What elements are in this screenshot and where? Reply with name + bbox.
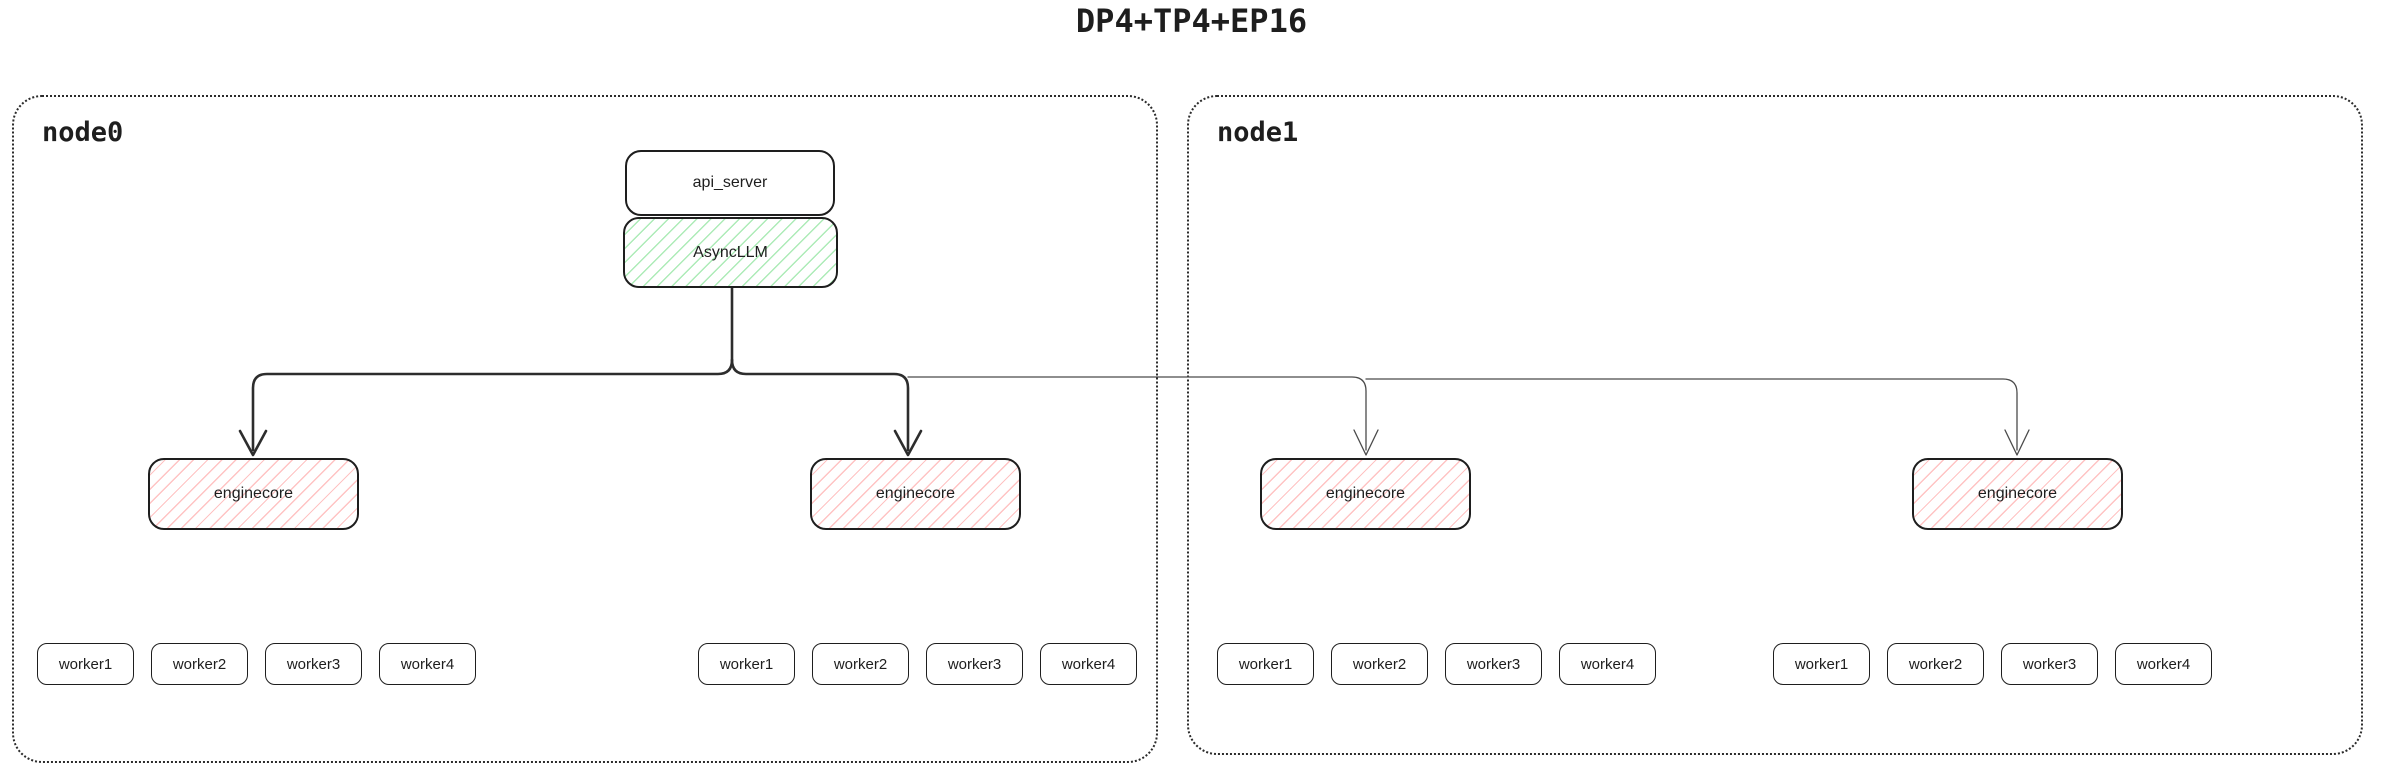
worker-label: worker2 bbox=[1352, 655, 1407, 673]
worker-box: worker1 bbox=[1217, 643, 1314, 685]
enginecore-2-label: enginecore bbox=[875, 485, 956, 502]
worker-label: worker3 bbox=[2022, 655, 2077, 673]
worker-box: worker2 bbox=[812, 643, 909, 685]
worker-label: worker1 bbox=[1238, 655, 1293, 673]
worker-label: worker3 bbox=[286, 655, 341, 673]
node1-label: node1 bbox=[1217, 117, 1299, 148]
worker-group-2: worker1 worker2 worker3 worker4 bbox=[698, 643, 1137, 685]
worker-group-3: worker1 worker2 worker3 worker4 bbox=[1217, 643, 1656, 685]
worker-box: worker2 bbox=[1887, 643, 1984, 685]
enginecore-box-3: enginecore bbox=[1260, 458, 1471, 530]
worker-box: worker3 bbox=[1445, 643, 1542, 685]
worker-box: worker4 bbox=[1040, 643, 1137, 685]
enginecore-3-label: enginecore bbox=[1325, 485, 1406, 502]
asyncllm-label: AsyncLLM bbox=[693, 243, 768, 261]
api-server-label: api_server bbox=[692, 174, 768, 191]
worker-box: worker3 bbox=[2001, 643, 2098, 685]
worker-box: worker1 bbox=[37, 643, 134, 685]
api-server-box: api_server bbox=[625, 150, 835, 216]
diagram-title: DP4+TP4+EP16 bbox=[1075, 2, 1308, 40]
enginecore-box-1: enginecore bbox=[148, 458, 359, 530]
worker-label: worker1 bbox=[58, 655, 113, 673]
worker-label: worker1 bbox=[719, 655, 774, 673]
worker-box: worker2 bbox=[151, 643, 248, 685]
worker-label: worker1 bbox=[1794, 655, 1849, 673]
asyncllm-box: AsyncLLM bbox=[623, 217, 838, 288]
worker-label: worker2 bbox=[833, 655, 888, 673]
worker-label: worker4 bbox=[400, 655, 455, 673]
worker-box: worker2 bbox=[1331, 643, 1428, 685]
worker-box: worker3 bbox=[926, 643, 1023, 685]
worker-box: worker4 bbox=[379, 643, 476, 685]
worker-label: worker2 bbox=[1908, 655, 1963, 673]
worker-label: worker3 bbox=[1466, 655, 1521, 673]
worker-group-4: worker1 worker2 worker3 worker4 bbox=[1773, 643, 2212, 685]
worker-label: worker4 bbox=[1580, 655, 1635, 673]
worker-box: worker1 bbox=[698, 643, 795, 685]
worker-label: worker3 bbox=[947, 655, 1002, 673]
worker-box: worker4 bbox=[1559, 643, 1656, 685]
worker-box: worker3 bbox=[265, 643, 362, 685]
node0-label: node0 bbox=[42, 117, 124, 148]
enginecore-4-label: enginecore bbox=[1977, 485, 2058, 502]
worker-group-1: worker1 worker2 worker3 worker4 bbox=[37, 643, 476, 685]
worker-box: worker4 bbox=[2115, 643, 2212, 685]
enginecore-box-2: enginecore bbox=[810, 458, 1021, 530]
worker-label: worker4 bbox=[2136, 655, 2191, 673]
enginecore-1-label: enginecore bbox=[213, 485, 294, 502]
worker-box: worker1 bbox=[1773, 643, 1870, 685]
enginecore-box-4: enginecore bbox=[1912, 458, 2123, 530]
worker-label: worker4 bbox=[1061, 655, 1116, 673]
worker-label: worker2 bbox=[172, 655, 227, 673]
